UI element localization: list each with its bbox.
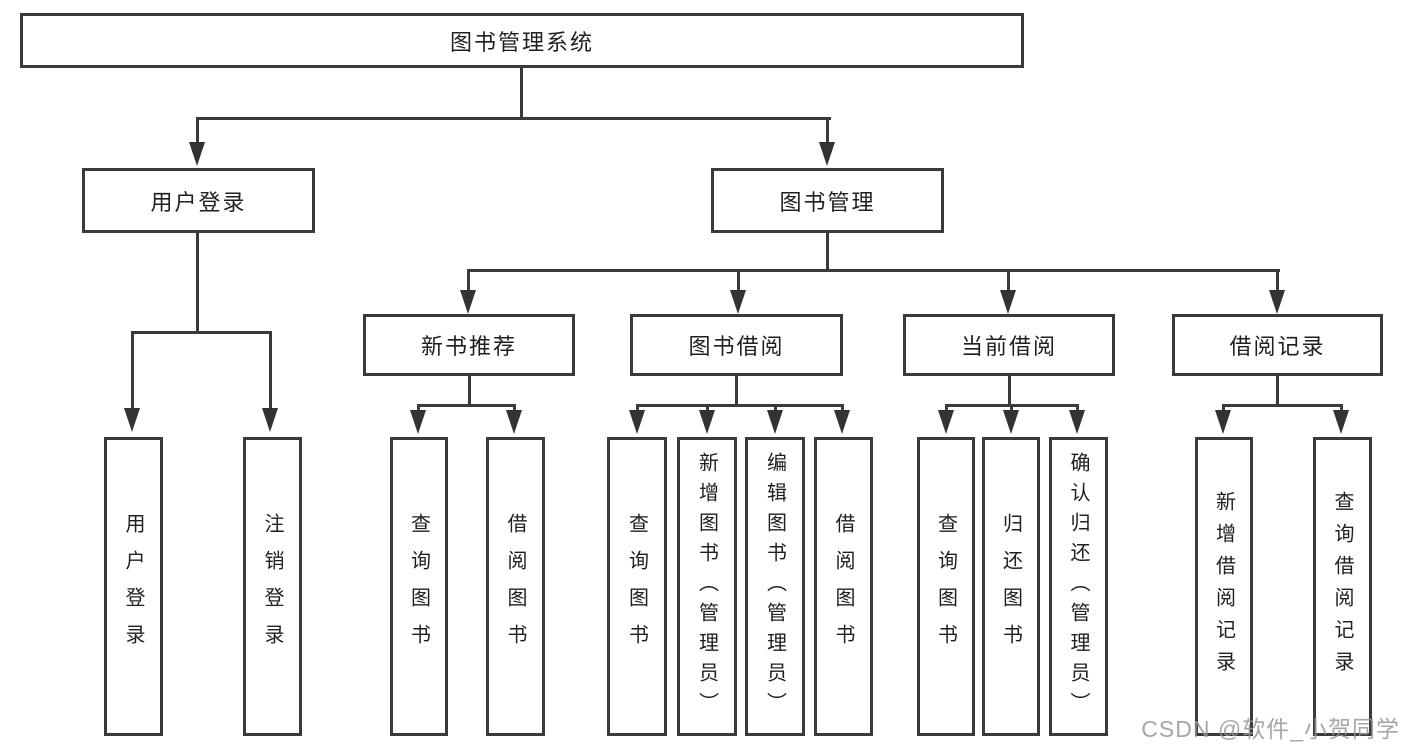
node-label: 借阅记录 <box>1229 334 1326 359</box>
arrow-down-icon <box>629 410 645 434</box>
connector-line <box>1276 269 1279 293</box>
arrow-down-icon <box>819 142 835 166</box>
arrow-down-icon <box>1069 410 1085 434</box>
connector-line <box>1222 404 1225 413</box>
arrow-down-icon <box>189 142 205 166</box>
leaf-label: 归还图书 <box>999 512 1022 661</box>
leaf-label: 注销登录 <box>261 512 283 661</box>
leaf-label: 新增图书（管理员） <box>695 451 718 722</box>
node-user-login-branch: 用户登录 <box>82 168 315 233</box>
connector-line <box>520 68 523 119</box>
connector-line <box>131 331 134 409</box>
connector-line <box>513 404 516 413</box>
connector-line <box>1222 404 1343 407</box>
leaf-return-books: 归还图书 <box>982 437 1040 736</box>
connector-line <box>1076 404 1079 413</box>
connector-line <box>468 376 471 406</box>
node-label: 用户登录 <box>150 189 247 215</box>
connector-line <box>636 404 639 413</box>
arrow-down-icon <box>767 410 783 434</box>
leaf-borrow-books: 借阅图书 <box>814 437 873 736</box>
arrow-down-icon <box>834 410 850 434</box>
leaf-borrow-books-recommend: 借阅图书 <box>486 437 545 736</box>
leaf-query-books-borrowing: 查询图书 <box>607 437 667 736</box>
connector-line <box>1008 376 1011 406</box>
node-root: 图书管理系统 <box>20 13 1024 68</box>
leaf-edit-books-admin: 编辑图书（管理员） <box>745 437 805 736</box>
connector-line <box>636 404 844 407</box>
node-label: 图书管理 <box>779 189 876 215</box>
leaf-label: 查询图书 <box>407 512 430 661</box>
connector-line <box>945 404 948 413</box>
csdn-watermark: CSDN @软件_小贺同学 <box>1141 716 1400 742</box>
connector-line <box>196 233 199 333</box>
arrow-down-icon <box>1215 410 1231 434</box>
leaf-label: 用户登录 <box>122 512 144 661</box>
node-current-borrowing: 当前借阅 <box>903 314 1115 376</box>
connector-line <box>417 404 420 413</box>
connector-line <box>269 331 272 409</box>
leaf-confirm-return-admin: 确认归还（管理员） <box>1049 437 1108 736</box>
connector-line <box>1276 376 1279 406</box>
node-root-label: 图书管理系统 <box>449 29 594 55</box>
arrow-down-icon <box>410 410 426 434</box>
arrow-down-icon <box>262 408 278 432</box>
connector-line <box>826 117 829 145</box>
node-book-borrowing: 图书借阅 <box>630 314 843 376</box>
leaf-label: 新增借阅记录 <box>1212 490 1235 683</box>
arrow-down-icon <box>460 290 476 314</box>
connector-line <box>196 117 199 145</box>
arrow-down-icon <box>1003 410 1019 434</box>
connector-line <box>131 331 272 334</box>
leaf-label: 确认归还（管理员） <box>1067 451 1089 722</box>
arrow-down-icon <box>1333 410 1349 434</box>
arrow-down-icon <box>730 290 746 314</box>
node-label: 新书推荐 <box>420 334 517 359</box>
connector-line <box>735 376 738 406</box>
leaf-query-borrow-record: 查询借阅记录 <box>1313 437 1372 736</box>
leaf-label: 查询图书 <box>625 512 648 661</box>
arrow-down-icon <box>1269 290 1285 314</box>
leaf-logout: 注销登录 <box>243 437 302 736</box>
leaf-label: 借阅图书 <box>504 512 526 661</box>
arrow-down-icon <box>124 408 140 432</box>
arrow-down-icon <box>1000 290 1016 314</box>
connector-line <box>1007 269 1010 293</box>
node-label: 图书借阅 <box>688 334 785 359</box>
connector-line <box>774 404 777 413</box>
leaf-label: 查询借阅记录 <box>1331 490 1353 683</box>
node-borrowing-records: 借阅记录 <box>1172 314 1383 376</box>
leaf-add-borrow-record: 新增借阅记录 <box>1195 437 1253 736</box>
node-book-management-branch: 图书管理 <box>711 168 944 233</box>
connector-line <box>826 233 829 271</box>
leaf-query-books-current: 查询图书 <box>917 437 975 736</box>
connector-line <box>841 404 844 413</box>
connector-line <box>467 269 470 293</box>
arrow-down-icon <box>506 410 522 434</box>
leaf-label: 查询图书 <box>934 512 957 661</box>
node-label: 当前借阅 <box>960 334 1057 359</box>
leaf-add-books-admin: 新增图书（管理员） <box>677 437 737 736</box>
arrow-down-icon <box>938 410 954 434</box>
connector-line <box>706 404 709 413</box>
node-new-book-recommend: 新书推荐 <box>363 314 575 376</box>
connector-line <box>1340 404 1343 413</box>
connector-line <box>467 269 1280 272</box>
leaf-user-login: 用户登录 <box>104 437 163 736</box>
leaf-query-books-recommend: 查询图书 <box>390 437 448 736</box>
arrow-down-icon <box>699 410 715 434</box>
connector-line <box>417 404 516 407</box>
leaf-label: 借阅图书 <box>832 512 854 661</box>
connector-line <box>1010 404 1013 413</box>
leaf-label: 编辑图书（管理员） <box>763 451 786 722</box>
connector-line <box>196 117 831 120</box>
connector-line <box>737 269 740 293</box>
